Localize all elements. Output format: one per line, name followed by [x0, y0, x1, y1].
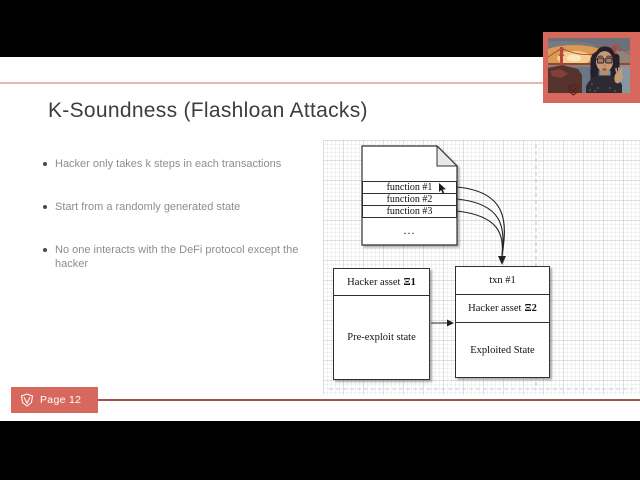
function-label: function #2: [386, 194, 433, 205]
mouse-cursor-icon: [439, 183, 446, 194]
list-item: No one interacts with the DeFi protocol …: [43, 243, 321, 271]
list-item: Hacker only takes k steps in each transa…: [43, 157, 321, 171]
exploited-box: txn #1 Hacker asset Ξ2 Exploited State: [455, 266, 550, 378]
txn-header: txn #1: [456, 267, 549, 295]
state-label: Exploited State: [470, 344, 535, 356]
shield-logo-icon: [567, 84, 580, 96]
flashloan-diagram: function #1 function #2 function #3 ... …: [323, 140, 640, 395]
shirt: [586, 75, 622, 93]
more-functions-ellipsis: ...: [403, 223, 416, 237]
state-label: Pre-exploit state: [347, 332, 416, 343]
glasses-icon: [595, 57, 614, 64]
eth-amount: Ξ1: [403, 276, 416, 288]
function-to-txn-arrows: [456, 186, 505, 257]
bullet-dot: [43, 248, 47, 252]
folded-corner: [436, 144, 459, 167]
page-number-badge: Page 12: [11, 387, 98, 413]
presenter: [586, 46, 623, 93]
header-divider-line: [0, 82, 543, 84]
function-label: function #3: [386, 206, 433, 217]
footer-divider-line: [98, 399, 640, 401]
arrowhead-down-icon: [498, 256, 506, 265]
pre-exploit-header: Hacker asset Ξ1: [334, 269, 429, 296]
bullet-dot: [43, 205, 47, 209]
pre-exploit-box: Hacker asset Ξ1 Pre-exploit state: [333, 268, 430, 380]
asset-label: Hacker asset: [347, 276, 401, 288]
bullet-text: No one interacts with the DeFi protocol …: [55, 244, 299, 270]
txn-label: txn #1: [489, 275, 516, 286]
bullet-list: Hacker only takes k steps in each transa…: [43, 157, 321, 300]
page-title: K-Soundness (Flashloan Attacks): [48, 99, 368, 122]
shield-logo-icon: [20, 393, 34, 407]
exploited-body: Exploited State: [456, 323, 549, 377]
bullet-text: Hacker only takes k steps in each transa…: [55, 158, 282, 170]
list-item: Start from a randomly generated state: [43, 200, 321, 214]
function-label: function #1: [386, 182, 433, 193]
asset-label: Hacker asset: [468, 303, 522, 314]
page-number-label: Page 12: [40, 394, 82, 406]
eth-amount: Ξ2: [524, 303, 537, 314]
function-row: function #3: [362, 205, 457, 218]
pre-exploit-body: Pre-exploit state: [334, 296, 429, 379]
arrowhead-right-icon: [447, 319, 454, 327]
exploited-asset-row: Hacker asset Ξ2: [456, 295, 549, 323]
presenter-video: [548, 38, 630, 93]
webcam-overlay: [548, 38, 630, 93]
raised-hand: [614, 67, 623, 84]
bullet-text: Start from a randomly generated state: [55, 201, 241, 213]
bullet-dot: [43, 162, 47, 166]
